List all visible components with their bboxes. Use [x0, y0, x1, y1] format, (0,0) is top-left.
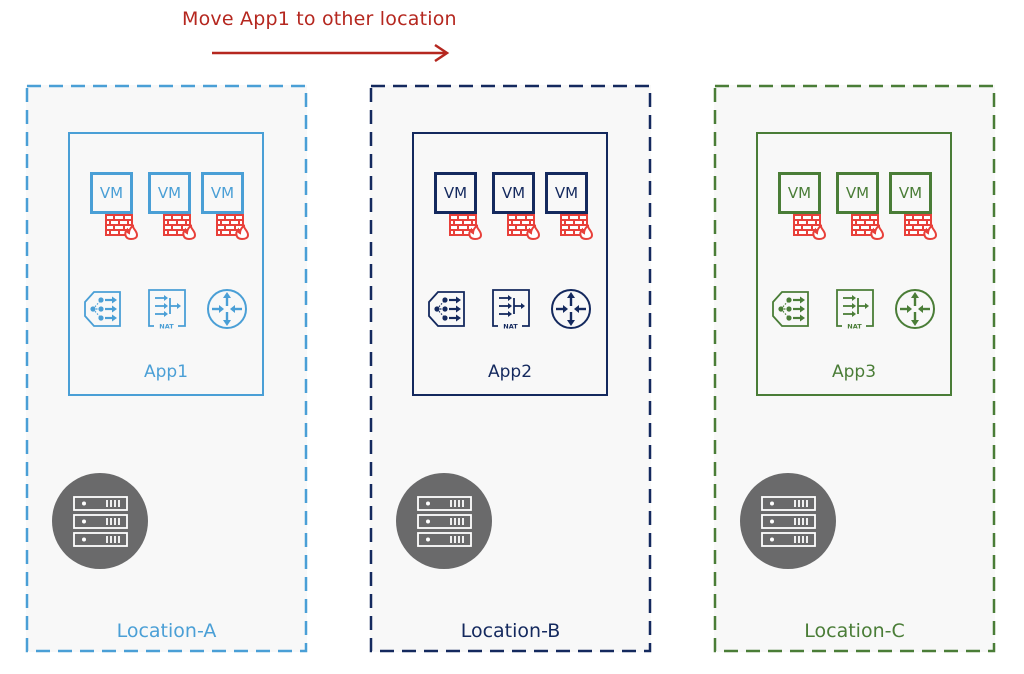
- location-dashed-border: [25, 84, 308, 653]
- vm-box[interactable]: VM: [90, 172, 133, 214]
- vm-label: VM: [554, 184, 579, 202]
- server-rack-icon: [52, 473, 148, 569]
- nat-icon[interactable]: NAT: [834, 288, 876, 330]
- svg-text:NAT: NAT: [847, 323, 862, 331]
- location-container: VM VM VM: [369, 84, 652, 653]
- diagram-title: Move App1 to other location: [182, 8, 457, 30]
- firewall-icon: [216, 214, 250, 240]
- vm-box[interactable]: VM: [201, 172, 244, 214]
- vm-box[interactable]: VM: [889, 172, 932, 214]
- location-container: VM VM VM: [25, 84, 308, 653]
- firewall-icon: [163, 214, 197, 240]
- vm-label: VM: [898, 184, 923, 202]
- svg-text:NAT: NAT: [503, 323, 518, 331]
- router-icon[interactable]: [206, 288, 248, 330]
- firewall-icon: [105, 214, 139, 240]
- firewall-icon: [793, 214, 827, 240]
- vm-box[interactable]: VM: [492, 172, 535, 214]
- svg-text:NAT: NAT: [159, 323, 174, 331]
- app-label: App2: [487, 362, 533, 382]
- firewall-icon: [507, 214, 541, 240]
- nat-icon[interactable]: NAT: [146, 288, 188, 330]
- firewall-icon: [851, 214, 885, 240]
- vm-box[interactable]: VM: [148, 172, 191, 214]
- location-container: VM VM VM: [713, 84, 996, 653]
- app-container[interactable]: VM VM VM: [68, 132, 264, 396]
- vm-box[interactable]: VM: [545, 172, 588, 214]
- vm-label: VM: [845, 184, 870, 202]
- server-rack-icon: [740, 473, 836, 569]
- location-dashed-border: [713, 84, 996, 653]
- firewall-icon: [560, 214, 594, 240]
- vm-box[interactable]: VM: [434, 172, 477, 214]
- vm-label: VM: [501, 184, 526, 202]
- location-label: Location-B: [460, 620, 561, 642]
- location-dashed-border: [369, 84, 652, 653]
- load-balancer-icon[interactable]: [82, 288, 124, 330]
- app-container[interactable]: VM VM VM: [756, 132, 952, 396]
- vm-label: VM: [210, 184, 235, 202]
- firewall-icon: [449, 214, 483, 240]
- vm-label: VM: [443, 184, 468, 202]
- app-label: App1: [143, 362, 189, 382]
- nat-icon[interactable]: NAT: [490, 288, 532, 330]
- load-balancer-icon[interactable]: [770, 288, 812, 330]
- server-rack-icon: [396, 473, 492, 569]
- router-icon[interactable]: [550, 288, 592, 330]
- vm-label: VM: [787, 184, 812, 202]
- arrow-right-icon: [212, 43, 450, 62]
- app-container[interactable]: VM VM VM: [412, 132, 608, 396]
- app-label: App3: [831, 362, 877, 382]
- vm-box[interactable]: VM: [778, 172, 821, 214]
- vm-label: VM: [157, 184, 182, 202]
- load-balancer-icon[interactable]: [426, 288, 468, 330]
- location-label: Location-A: [116, 620, 217, 642]
- router-icon[interactable]: [894, 288, 936, 330]
- vm-box[interactable]: VM: [836, 172, 879, 214]
- location-label: Location-C: [804, 620, 905, 642]
- firewall-icon: [904, 214, 938, 240]
- vm-label: VM: [99, 184, 124, 202]
